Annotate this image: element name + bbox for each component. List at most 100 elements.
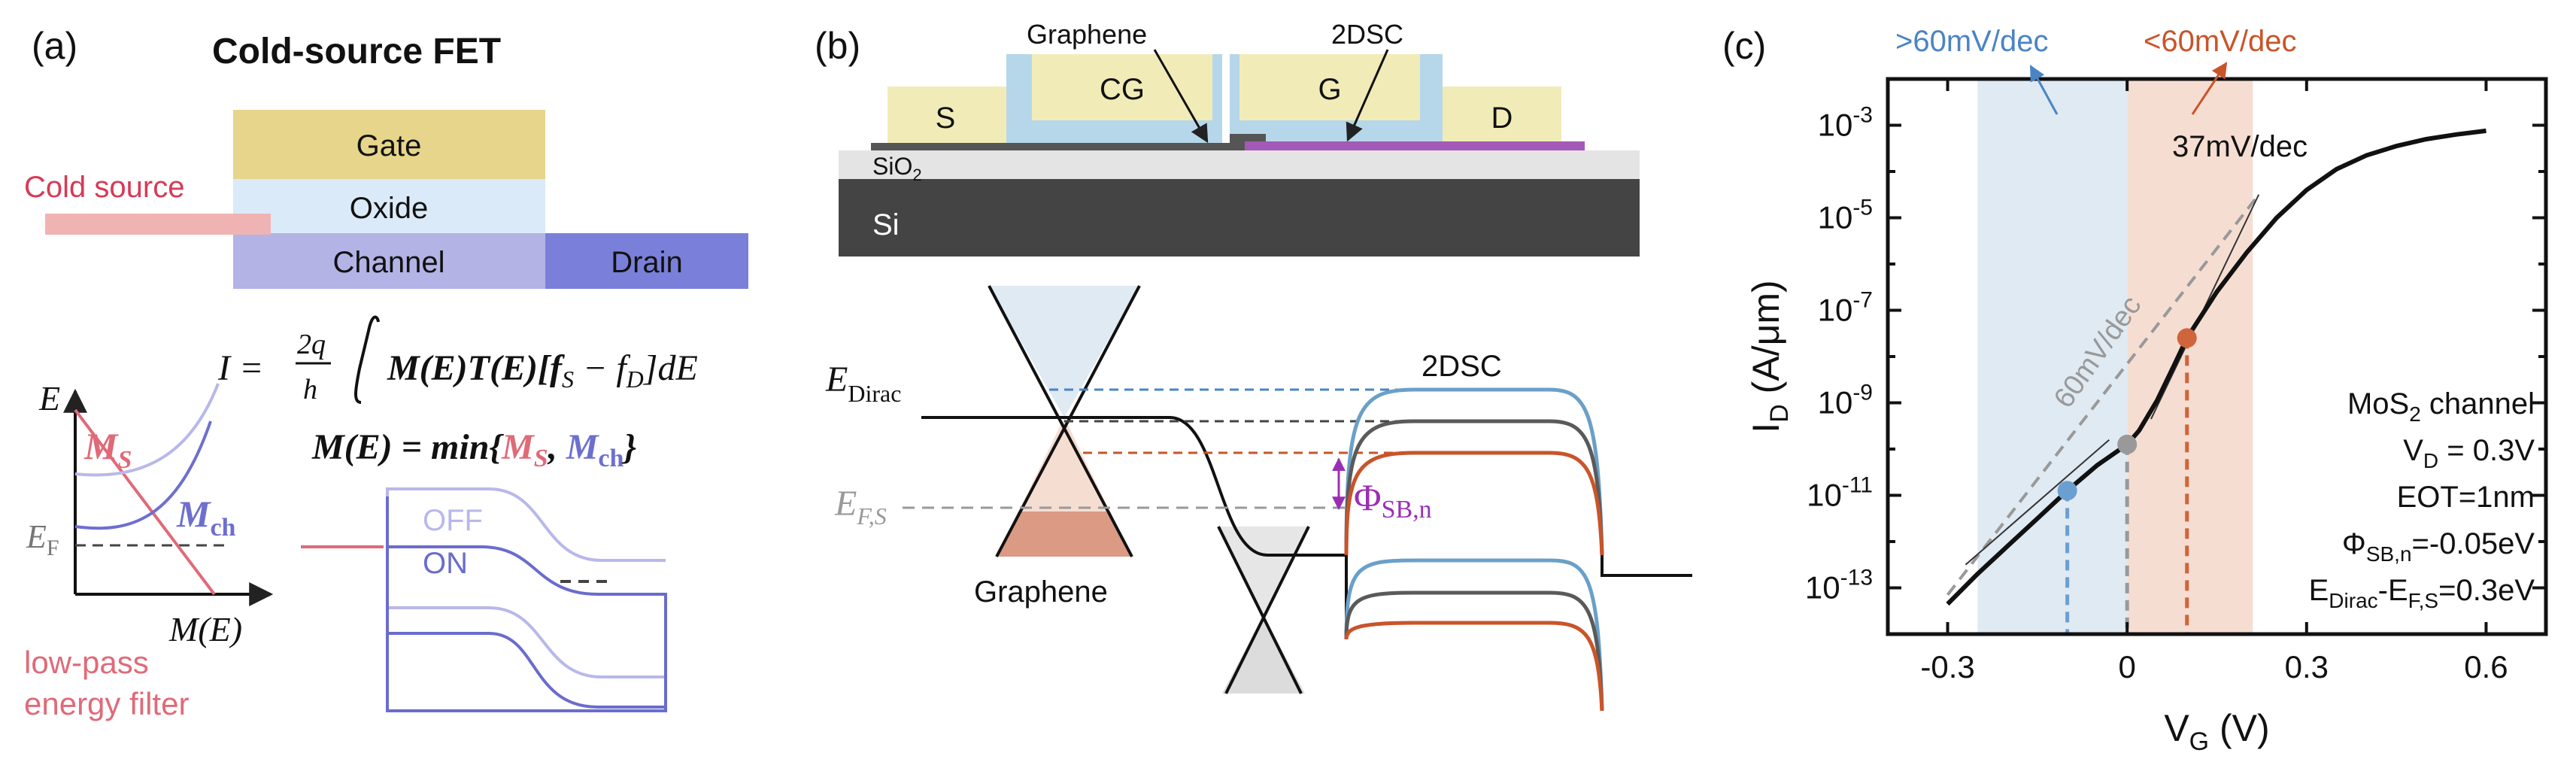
cg-electrode [1032,54,1212,120]
panel-label-a: (a) [32,25,77,67]
y-tick-label-2: 10-9 [1818,381,1873,420]
oxide-label: Oxide [350,192,429,225]
data-point-1 [2117,434,2138,454]
mch-label: Mch [176,493,236,542]
y-axis-label: ID (A/μm) [1745,280,1794,433]
cg-label: CG [1100,73,1145,106]
y-tick-label-4: 10-5 [1818,196,1873,235]
x-tick-label-2: 0.3 [2285,649,2329,684]
arrow-gt60 [2029,65,2059,115]
graphene-dirac-profile [921,416,1346,557]
phi-label: ΦSB,n [1354,476,1432,524]
fermi-label: EF [26,518,59,560]
ms-label: MS [83,425,132,474]
graphene-cone-upper [989,286,1139,417]
channel-cone-lower [1222,615,1305,694]
band-on-inner [387,632,666,709]
g-label: G [1318,73,1341,106]
cold-source-bar [45,214,271,235]
drain-layer [545,233,748,289]
panel-a-title: Cold-source FET [212,32,501,71]
annotation-ss37: 37mV/dec [2172,130,2307,163]
reference-line-0 [1946,193,2260,596]
dos-x-label: M(E) [168,610,242,648]
channel-layer [233,233,545,289]
g-electrode [1239,54,1420,120]
sio2-layer [839,150,1640,179]
panel-b: (b) Si SiO2 S D CG G Graphene 2DSC Graph… [815,19,1692,712]
vb-gray [1344,590,1604,712]
channel-label: Channel [332,246,445,279]
vb-orange [1344,621,1604,712]
ms-curve [74,408,216,596]
data-point-0 [2057,481,2077,501]
cb-gray [1344,419,1604,556]
twodsc-device-label: 2DSC [1331,19,1403,50]
graphene-cone-filled [997,511,1132,557]
annotation-lt60: <60mV/dec [2144,25,2296,58]
graphene-arrow [1153,49,1209,144]
equation-current: I = 2q h M(E)T(E)[fS − fD]dE [217,315,698,405]
svg-text:2q: 2q [297,329,326,360]
x-tick-label-0: -0.3 [1920,649,1974,684]
annotation-gt60: >60mV/dec [1895,25,2048,58]
svg-text:I =: I = [217,348,263,388]
drain-profile [1601,555,1692,577]
gate-gap [1222,54,1230,149]
channel-cone-upper [1218,527,1309,615]
off-label: OFF [423,504,483,537]
legend-line-5: EDirac-EF,S=0.3eV [2309,574,2535,612]
oxide-layer [233,179,545,233]
shaded-region-lt60 [2127,79,2253,634]
source-contact [887,87,1006,147]
arrow-lt60 [2191,62,2228,115]
cb-orange [1344,451,1604,556]
x-tick-label-3: 0.6 [2464,649,2508,684]
panel-label-c: (c) [1722,25,1766,67]
filter-label-1: low-pass [24,645,149,680]
drain-contact [1443,87,1561,147]
y-tick-label-0: 10-13 [1805,566,1873,606]
cold-source-label: Cold source [24,171,184,204]
cb-blue [1344,387,1604,556]
band-on [386,496,667,712]
sio2-label: SiO2 [872,153,922,184]
reference-line-2 [1965,439,2110,566]
shaded-region-gt60 [1977,79,2128,634]
mch-curve-light [74,383,220,477]
legend-line-1: MoS2 channel [2347,387,2535,426]
twodsc-arrow [1346,49,1389,142]
on-label: ON [423,547,468,580]
e-fs-label: EF,S [834,484,887,530]
drain-label: Drain [611,246,683,279]
graphene-layer [871,143,1251,150]
x-axis-label: VG (V) [2164,707,2269,756]
panel-label-b: (b) [815,25,860,67]
x-tick-label-1: 0 [2119,649,2136,684]
svg-text:M(E) = min{MS, Mch}: M(E) = min{MS, Mch} [311,427,636,472]
legend-line-4: ΦSB,n=-0.05eV [2342,527,2535,566]
drain-contact-label: D [1491,102,1513,135]
filter-label-2: energy filter [24,686,189,721]
panel-a: (a) Cold-source FET Gate Oxide Channel D… [24,25,748,721]
gate-label: Gate [357,129,422,162]
twodsc-band-label: 2DSC [1422,350,1502,383]
y-tick-label-3: 10-7 [1818,288,1873,328]
graphene-band-label: Graphene [974,575,1108,609]
svg-text:M(E)T(E)[fS − fD]dE: M(E)T(E)[fS − fD]dE [387,348,698,393]
graphene-cone-line-1 [988,285,1133,557]
y-tick-label-5: 10-3 [1818,103,1873,143]
dos-y-label: E [38,379,60,417]
source-label: S [936,102,956,135]
equation-min: M(E) = min{MS, Mch} [311,427,636,472]
graphene-device-label: Graphene [1027,19,1147,50]
band-off-bottom [387,606,666,678]
data-point-2 [2177,328,2197,348]
legend-line-2: VD = 0.3V [2403,434,2535,472]
mch-curve [74,420,212,530]
legend-line-3: EOT=1nm [2397,481,2535,514]
svg-text:h: h [303,374,317,405]
